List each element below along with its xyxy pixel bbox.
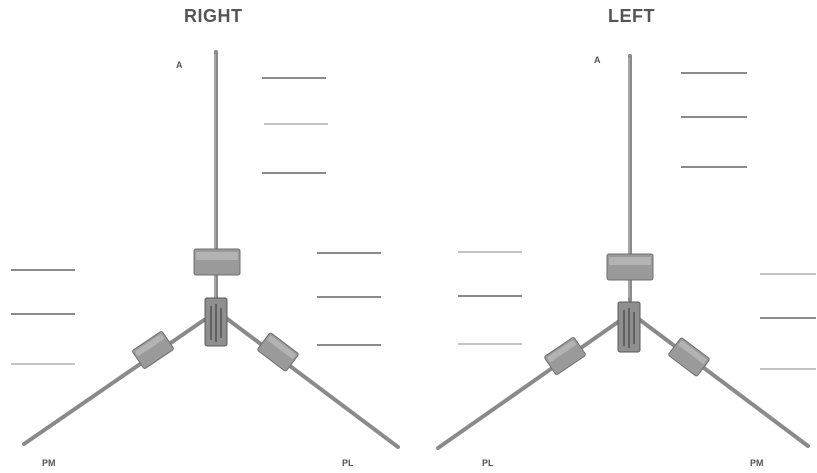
- right-right-diagonal-block: [257, 332, 299, 372]
- left-label-bottom-right: PM: [750, 458, 764, 468]
- right-label-bottom-right: PL: [342, 458, 354, 468]
- left-label-bottom-left: PL: [482, 458, 494, 468]
- left-reference-ticks: [458, 72, 816, 370]
- left-left-diagonal-rod: [436, 320, 620, 450]
- right-left-diagonal-block: [132, 331, 174, 369]
- left-right-diagonal-rod: [638, 318, 810, 448]
- left-panel-title: LEFT: [608, 6, 655, 26]
- right-label-bottom-left: PM: [42, 458, 56, 468]
- right-label-top: A: [176, 60, 183, 70]
- left-label-top: A: [594, 55, 601, 65]
- left-left-diagonal-block: [544, 337, 586, 375]
- right-panel-title: RIGHT: [184, 6, 243, 26]
- left-right-diagonal-block: [668, 337, 710, 377]
- left-rosette: [436, 54, 816, 450]
- right-reference-ticks: [11, 77, 381, 365]
- right-right-diagonal-rod: [224, 316, 400, 449]
- right-rosette: [11, 50, 400, 449]
- right-left-diagonal-rod: [22, 318, 206, 446]
